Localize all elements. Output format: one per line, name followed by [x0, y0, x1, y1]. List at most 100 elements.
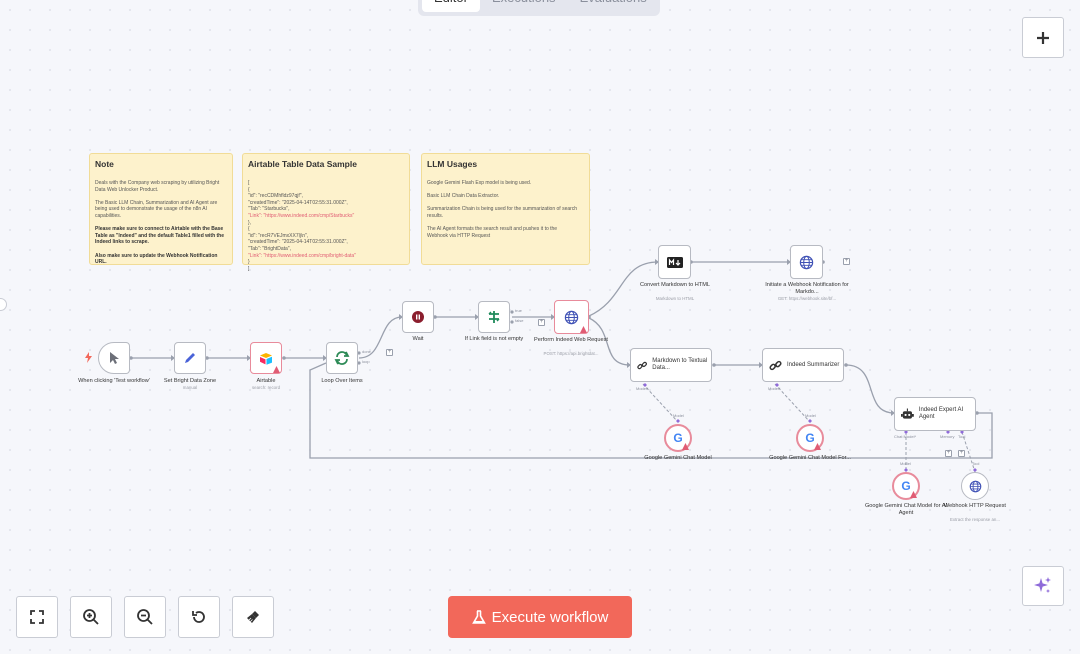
node-sublabel: POST: https://api.brightdat...: [543, 351, 599, 356]
loop-icon: [334, 351, 350, 365]
sticky-line: Webhook via HTTP Request: [427, 232, 491, 239]
sticky-line: [: [248, 180, 250, 186]
reset-zoom-button[interactable]: [178, 596, 220, 638]
globe-icon: [564, 310, 579, 324]
node-label: Initiate a Webhook Notification for Mark…: [765, 282, 849, 295]
tab-executions[interactable]: Executions: [480, 0, 568, 12]
sticky-line: [427, 220, 584, 227]
ai-assistant-button[interactable]: [1022, 566, 1064, 606]
link-chain-icon: [637, 361, 647, 369]
tab-editor[interactable]: Editor: [422, 0, 480, 12]
node-label: Google Gemini Chat Model For...: [769, 455, 851, 461]
port-label-model: Model: [673, 413, 684, 418]
edge-tool-agent: [961, 431, 976, 473]
node-webhook-notification[interactable]: [790, 245, 823, 279]
markdown-icon: [666, 256, 683, 268]
node-label: Set Bright Data Zone: [163, 378, 217, 384]
node-gemini-chat-model-agent[interactable]: G: [892, 472, 920, 500]
port-label-true: true: [515, 308, 522, 313]
warning-icon: [814, 443, 821, 450]
execute-workflow-button[interactable]: Execute workflow: [448, 596, 632, 638]
edge-summarizer-agent: [845, 364, 895, 414]
sticky-line: "Tab": "BrightData",: [248, 245, 291, 252]
add-connection-button[interactable]: +: [538, 319, 545, 326]
node-manual-trigger[interactable]: [98, 342, 130, 374]
tab-evaluations[interactable]: Evaluations: [568, 0, 659, 12]
sticky-title: Note: [95, 159, 114, 169]
sticky-line: [427, 200, 584, 207]
port-label-tool: Tool: [958, 434, 966, 439]
node-label: Google Gemini Chat Model for AI Agent: [864, 503, 948, 516]
sticky-line: }: [248, 259, 250, 266]
fit-view-button[interactable]: [16, 596, 58, 638]
view-tabs: Editor Executions Evaluations: [418, 0, 660, 16]
node-indeed-ai-agent[interactable]: Indeed Expert AI Agent: [894, 397, 976, 431]
fullscreen-icon: [30, 610, 44, 624]
sticky-note-note[interactable]: Note Deals with the Company web scraping…: [89, 153, 233, 265]
add-memory-button[interactable]: +: [945, 450, 952, 457]
node-markdown-textual-data[interactable]: Markdown to Textual Data...: [630, 348, 712, 382]
add-connection-button[interactable]: +: [386, 349, 393, 356]
sticky-line: Indeed links to scrape.: [95, 239, 149, 246]
sticky-line: Basic LLM Chain Data Extractor.: [427, 193, 500, 200]
node-label: Google Gemini Chat Model: [644, 455, 712, 461]
sticky-line: URL.: [95, 259, 107, 266]
port-label-chat-model: Chat Model*: [894, 434, 917, 439]
sticky-note-llm-usages[interactable]: LLM Usages Google Gemini Flash Exp model…: [421, 153, 590, 265]
lightning-icon: [85, 352, 92, 363]
sticky-line: ]: [248, 265, 250, 272]
sticky-line: capabilities.: [95, 212, 122, 219]
node-airtable[interactable]: [250, 342, 282, 374]
node-indeed-web-request[interactable]: [554, 300, 589, 334]
plus-icon: [1037, 31, 1049, 44]
sticky-line: "id": "recR7VEJmxXX7lj\n",: [248, 232, 309, 239]
node-webhook-http-request[interactable]: [961, 472, 989, 500]
edge-model-textual: [642, 383, 679, 423]
globe-icon: [799, 255, 814, 269]
warning-icon: [273, 366, 280, 373]
sticky-line: Please make sure to connect to Airtable …: [95, 226, 224, 233]
add-tool-button[interactable]: +: [958, 450, 965, 457]
sticky-title: LLM Usages: [427, 159, 478, 169]
pencil-icon: [185, 353, 195, 363]
zoom-in-icon: [83, 609, 99, 625]
sticky-line: {: [248, 226, 250, 233]
node-wait[interactable]: [402, 301, 434, 333]
sticky-title: Airtable Table Data Sample: [248, 159, 357, 169]
edge-agent-loop: [309, 362, 993, 459]
tidy-up-button[interactable]: [232, 596, 274, 638]
sticky-line: [95, 193, 227, 200]
sticky-line: Table as "Indeed" and the default Table1…: [95, 232, 225, 239]
port-label-done: done: [362, 349, 371, 354]
sticky-note-airtable-sample[interactable]: Airtable Table Data Sample [ { "id": "re…: [242, 153, 410, 272]
branch-icon: [488, 311, 500, 323]
node-sublabel: search: record: [251, 385, 281, 390]
robot-icon: [901, 408, 914, 419]
node-gemini-chat-model[interactable]: G: [664, 424, 692, 452]
pause-icon: [412, 311, 424, 323]
node-gemini-chat-model-for[interactable]: G: [796, 424, 824, 452]
port-label-memory: Memory: [940, 434, 955, 439]
node-sublabel: Extract the response an...: [949, 517, 1001, 522]
zoom-out-button[interactable]: [124, 596, 166, 638]
add-connection-button[interactable]: +: [843, 258, 850, 265]
sticky-line: {: [248, 186, 250, 193]
airtable-icon: [260, 352, 272, 365]
google-icon: G: [805, 431, 815, 445]
node-loop-over-items[interactable]: [326, 342, 358, 374]
sticky-line: The AI Agent formats the search result a…: [427, 226, 558, 233]
node-sublabel: GET: https://webhook.site/bf...: [777, 296, 837, 301]
node-if-link[interactable]: [478, 301, 510, 333]
node-convert-markdown[interactable]: [658, 245, 691, 279]
zoom-in-button[interactable]: [70, 596, 112, 638]
node-label: Indeed Summarizer: [787, 361, 840, 368]
edge-model-summarizer: [774, 383, 811, 423]
node-indeed-summarizer[interactable]: Indeed Summarizer: [762, 348, 844, 382]
edge-loop-wait: [358, 316, 403, 359]
node-set-bright-data-zone[interactable]: [174, 342, 206, 374]
sticky-line: "Link": "https://www.indeed.com/cmp/brig…: [248, 252, 356, 259]
add-node-button[interactable]: [1022, 17, 1064, 58]
google-icon: G: [901, 479, 911, 493]
sparkle-icon: [1034, 577, 1051, 593]
